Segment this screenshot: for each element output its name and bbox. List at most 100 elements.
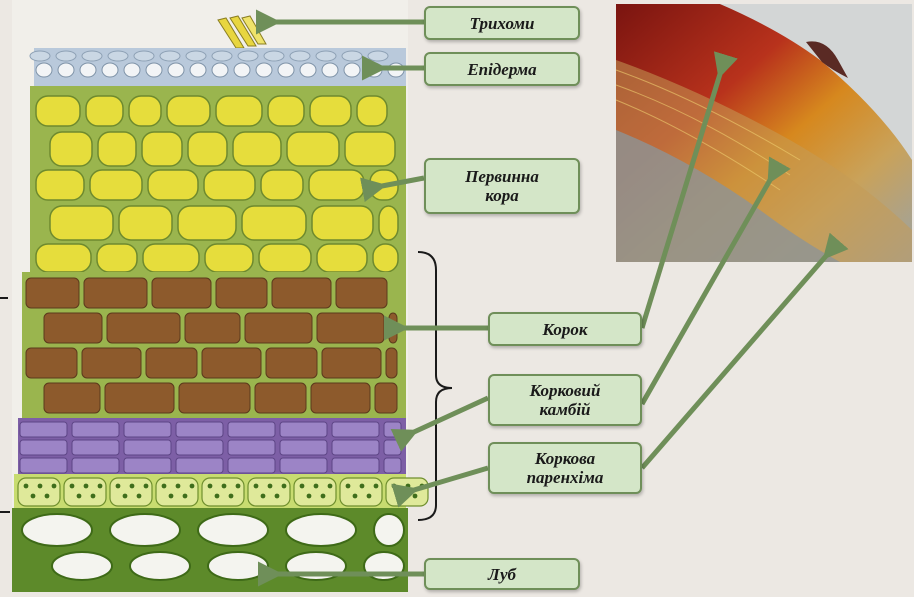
phloem-cell [374,514,404,546]
cortex-cell [309,170,364,200]
cortex-cell [205,244,253,272]
epidermis-cell [160,51,180,61]
phloem-cell [286,514,356,546]
epidermis-cell [342,51,362,61]
cork-cell [152,278,211,308]
label-cork-text: Корок [543,320,588,339]
cork-cell [84,278,147,308]
cork-cell [317,313,384,343]
cork-cell [375,383,397,413]
chloroplast-dot [176,484,181,489]
chloroplast-dot [360,484,365,489]
cortex-cell [259,244,311,272]
epidermis-cell [168,63,184,77]
cambium-cell [280,458,327,473]
epidermis-cell [290,51,310,61]
epidermis-cell [256,63,272,77]
parenchyma-cell [202,478,244,506]
epidermis-layer [30,48,406,88]
cambium-cell [228,440,275,455]
label-cork-parenchyma: Коркова паренхіма [488,442,642,494]
chloroplast-dot [98,484,103,489]
cortex-cell [36,244,91,272]
cambium-cell [280,440,327,455]
cork-cell [179,383,250,413]
chloroplast-dot [392,484,397,489]
cambium-cell [176,440,223,455]
epidermis-cell [212,63,228,77]
cambium-cell [332,422,379,437]
cortex-cell [142,132,182,166]
parenchyma-cell [156,478,198,506]
epidermis-cell [300,63,316,77]
epidermis-cell [80,63,96,77]
chloroplast-dot [183,494,188,499]
label-phloem-text: Луб [488,565,516,584]
chloroplast-dot [275,494,280,499]
epidermis-cell [58,63,74,77]
chloroplast-dot [254,484,259,489]
cork-cell [255,383,306,413]
cortex-cell [50,132,92,166]
label-cork-parenchyma-line1: Коркова [535,449,595,468]
chloroplast-dot [123,494,128,499]
phloem-cell [198,514,268,546]
cortex-cell [90,170,142,200]
cambium-cell [384,422,401,437]
chloroplast-dot [130,484,135,489]
parenchyma-cell [248,478,290,506]
cambium-cell [124,458,171,473]
cortex-cell [188,132,227,166]
label-trichomes: Трихоми [424,6,580,40]
epidermis-cell [30,51,50,61]
label-trichomes-text: Трихоми [470,14,535,33]
cork-cell [245,313,312,343]
cortex-cell [317,244,367,272]
chloroplast-dot [70,484,75,489]
cortex-cell [345,132,395,166]
cortex-cell [36,170,84,200]
cambium-cell [72,440,119,455]
label-cork: Корок [488,312,642,346]
chloroplast-dot [38,484,43,489]
cortex-cell [178,206,236,240]
cork-cell [105,383,174,413]
parenchyma-cell [110,478,152,506]
parenchyma-cell [340,478,382,506]
phloem-layer [12,508,408,592]
cork-layer [22,272,406,420]
micrograph-photo [616,4,912,262]
epidermis-cell [134,51,154,61]
cambium-cell [228,458,275,473]
chloroplast-dot [137,494,142,499]
label-phloem: Луб [424,558,580,590]
epidermis-cell [322,63,338,77]
chloroplast-dot [91,494,96,499]
cortex-cell [50,206,113,240]
chloroplast-dot [24,484,29,489]
label-cork-cambium-line1: Корковий [530,381,601,400]
cortex-cell [216,96,262,126]
primary-cortex-layer [30,86,406,286]
chloroplast-dot [162,484,167,489]
chloroplast-dot [268,484,273,489]
cork-cell [185,313,240,343]
cambium-cell [228,422,275,437]
cortex-cell [97,244,137,272]
chloroplast-dot [84,484,89,489]
arrow-cork-cambium-left [414,398,488,432]
label-epidermis: Епідерма [424,52,580,86]
cortex-cell [98,132,136,166]
cork-cell [44,383,100,413]
cork-cell [266,348,317,378]
epidermis-cell [102,63,118,77]
epidermis-cell [344,63,360,77]
chloroplast-dot [77,494,82,499]
chloroplast-dot [413,494,418,499]
epidermis-cell [238,51,258,61]
cortex-cell [268,96,304,126]
chloroplast-dot [208,484,213,489]
cambium-cell [124,422,171,437]
label-primary-cortex-line1: Первинна [465,167,539,186]
cambium-cell [72,458,119,473]
